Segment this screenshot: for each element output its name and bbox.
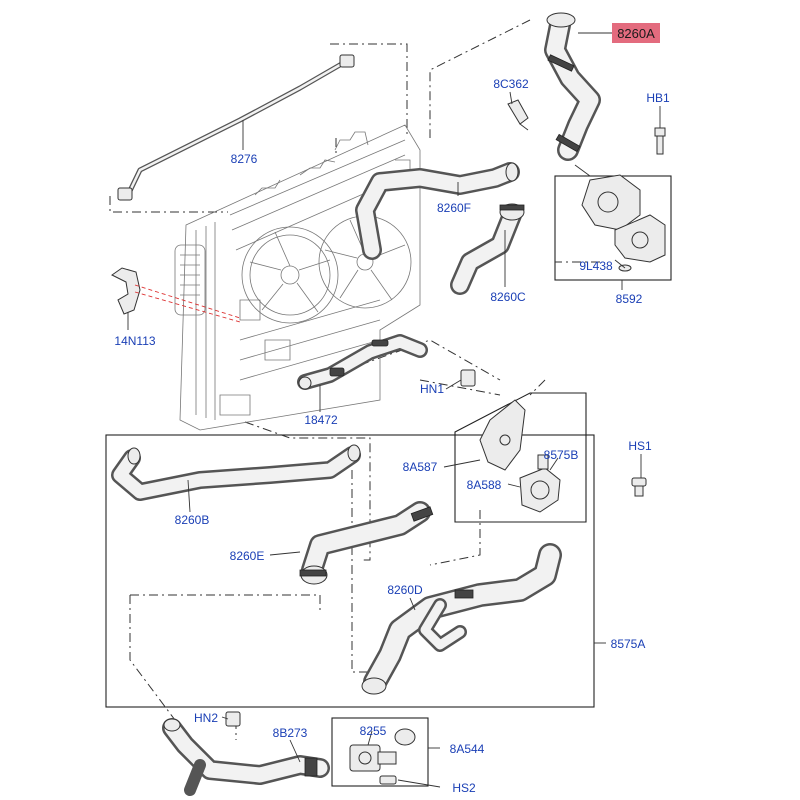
- bolt-HB1: [654, 127, 666, 155]
- callout-labels: 8C362 HB1 8276 8260F 9L438 8592 8260C 14…: [114, 77, 670, 795]
- nut-HN2: [225, 711, 241, 727]
- assembly-box-8575B: [454, 392, 587, 523]
- callout-8575B[interactable]: 8575B: [544, 448, 579, 462]
- callout-9L438[interactable]: 9L438: [579, 259, 613, 273]
- nut-HN1: [460, 369, 476, 387]
- hose-18472: [297, 334, 428, 390]
- hose-8260A: [544, 12, 601, 161]
- thermostat-8575B: [519, 454, 561, 513]
- hose-8260F: [355, 162, 520, 260]
- sensor-8255: [349, 728, 416, 772]
- callout-8A588[interactable]: 8A588: [467, 478, 502, 492]
- hose-8260B: [111, 444, 361, 501]
- callout-8B273[interactable]: 8B273: [273, 726, 308, 740]
- callout-8575A[interactable]: 8575A: [611, 637, 646, 651]
- leader-lines: [127, 32, 661, 788]
- callout-8276[interactable]: 8276: [231, 152, 258, 166]
- hose-8260C: [450, 203, 525, 295]
- vent-pipe-8276: [117, 54, 355, 201]
- callout-8A587[interactable]: 8A587: [403, 460, 438, 474]
- callout-8592[interactable]: 8592: [616, 292, 643, 306]
- callout-HS1[interactable]: HS1: [628, 439, 652, 453]
- callout-HB1[interactable]: HB1: [646, 91, 670, 105]
- callout-14N113[interactable]: 14N113: [114, 334, 155, 348]
- hose-8260D: [361, 543, 562, 695]
- assembly-box-8575A: [105, 434, 595, 708]
- outlet-housing-8592: [574, 164, 666, 272]
- callout-HN1[interactable]: HN1: [420, 382, 444, 396]
- screw-HS2: [379, 775, 397, 785]
- callout-HS2[interactable]: HS2: [452, 781, 476, 795]
- callout-8260D[interactable]: 8260D: [387, 583, 423, 597]
- callout-HN2[interactable]: HN2: [194, 711, 218, 725]
- screw-HS1: [631, 477, 647, 497]
- routing-lines: [109, 19, 600, 740]
- hose-8260E: [299, 501, 434, 585]
- hose-8B273: [162, 718, 330, 796]
- callout-8260E[interactable]: 8260E: [230, 549, 265, 563]
- highlight-callout-8260A: [612, 23, 660, 43]
- bracket-8A587: [479, 399, 526, 471]
- callout-8260C[interactable]: 8260C: [490, 290, 526, 304]
- callout-8260F[interactable]: 8260F: [437, 201, 471, 215]
- callout-8C362[interactable]: 8C362: [493, 77, 529, 91]
- assembly-box-8A544: [331, 717, 429, 787]
- clip-8C362: [507, 99, 529, 131]
- callout-8A544[interactable]: 8A544: [450, 742, 485, 756]
- callout-8260B[interactable]: 8260B: [175, 513, 210, 527]
- clip-14N113: [111, 267, 241, 323]
- callout-8260A[interactable]: 8260A: [617, 26, 655, 41]
- callout-8255[interactable]: 8255: [360, 724, 387, 738]
- callout-18472[interactable]: 18472: [304, 413, 338, 427]
